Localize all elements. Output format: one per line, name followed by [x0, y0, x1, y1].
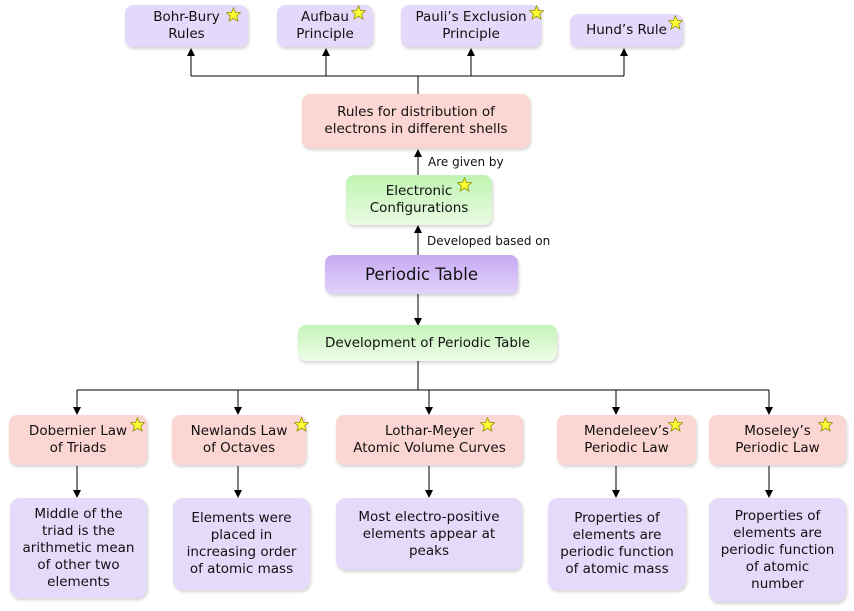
- rule-label: Hund’s Rule: [586, 22, 667, 38]
- law-label: Mendeleev’s Periodic Law: [583, 423, 670, 456]
- law-label: Moseley’s Periodic Law: [735, 423, 820, 456]
- star-icon: [818, 417, 833, 432]
- star-icon: [130, 417, 145, 432]
- description-newlands: Elements were placed in increasing order…: [173, 498, 310, 590]
- description-text: Elements were placed in increasing order…: [186, 510, 297, 577]
- law-dobernier[interactable]: Dobernier Law of Triads: [9, 415, 147, 465]
- star-icon: [480, 417, 495, 432]
- node-label: Development of Periodic Table: [325, 334, 530, 351]
- rule-label: Aufbau Principle: [296, 9, 354, 42]
- node-label: Periodic Table: [364, 265, 479, 284]
- rule-label: Pauli’s Exclusion Principle: [415, 9, 527, 42]
- description-text: Properties of elements are periodic func…: [560, 510, 674, 577]
- edge-label-given-by: Are given by: [428, 155, 504, 169]
- description-text: Most electro-positive elements appear at…: [358, 508, 500, 559]
- star-icon: [457, 177, 472, 192]
- node-label: Rules for distribution of electrons in d…: [324, 104, 508, 137]
- rule-hund[interactable]: Hund’s Rule: [570, 14, 683, 47]
- star-icon: [226, 7, 241, 22]
- star-icon: [529, 5, 544, 20]
- edge-label-developed: Developed based on: [427, 234, 551, 248]
- star-icon: [351, 5, 366, 20]
- description-moseley: Properties of elements are periodic func…: [709, 498, 846, 602]
- electronic-configurations-node[interactable]: Electronic Configurations: [346, 175, 492, 225]
- periodic-table-node[interactable]: Periodic Table: [325, 255, 518, 294]
- law-label: Dobernier Law of Triads: [28, 423, 128, 456]
- description-text: Middle of the triad is the arithmetic me…: [22, 505, 135, 590]
- law-label: Lothar-Meyer Atomic Volume Curves: [353, 423, 506, 456]
- star-icon: [294, 417, 309, 432]
- rule-pauli-exclusion[interactable]: Pauli’s Exclusion Principle: [401, 5, 541, 47]
- law-newlands[interactable]: Newlands Law of Octaves: [172, 415, 306, 465]
- rule-label: Bohr-Bury Rules: [153, 9, 220, 42]
- description-lothar-meyer: Most electro-positive elements appear at…: [336, 498, 522, 570]
- node-label: Electronic Configurations: [369, 183, 469, 216]
- star-icon: [668, 417, 683, 432]
- rules-distribution-node[interactable]: Rules for distribution of electrons in d…: [302, 94, 530, 148]
- description-text: Properties of elements are periodic func…: [720, 507, 835, 592]
- description-mendeleev: Properties of elements are periodic func…: [548, 498, 686, 590]
- development-node[interactable]: Development of Periodic Table: [298, 325, 557, 361]
- star-icon: [668, 15, 683, 30]
- law-label: Newlands Law of Octaves: [190, 423, 288, 456]
- rule-bohr-bury[interactable]: Bohr-Bury Rules: [125, 5, 248, 47]
- description-dobernier: Middle of the triad is the arithmetic me…: [10, 498, 147, 598]
